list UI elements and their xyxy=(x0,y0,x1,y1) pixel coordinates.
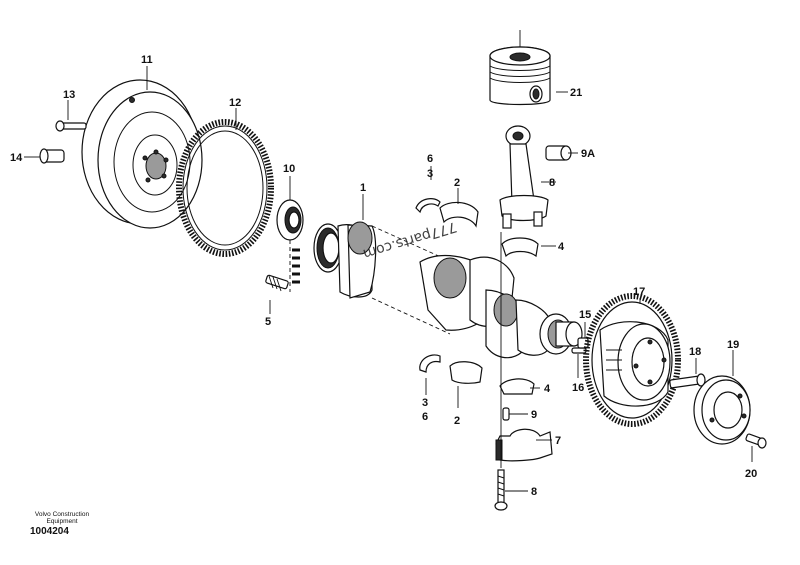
callout-11: 11 xyxy=(141,54,153,66)
callout-18: 18 xyxy=(689,346,701,358)
callout-8-bottom: 8 xyxy=(531,486,537,498)
callout-15: 15 xyxy=(579,309,591,321)
vibration-damper xyxy=(693,375,751,445)
company-line-2: Equipment xyxy=(46,518,78,525)
cap-bolt xyxy=(494,469,508,511)
timing-gear-hub xyxy=(583,293,681,427)
callout-labels: 11 13 14 12 10 1 6 3 2 4 8 21 9A 5 3 6 2… xyxy=(10,54,757,498)
callout-13: 13 xyxy=(63,89,75,101)
main-bearing-cap xyxy=(495,428,553,462)
piston xyxy=(489,30,551,106)
conrod-bearing-upper xyxy=(501,237,539,258)
callout-3-top: 3 xyxy=(427,168,433,180)
flywheel-dowel xyxy=(39,148,65,164)
stud xyxy=(265,274,289,292)
crankshaft xyxy=(313,221,583,359)
ring-gear xyxy=(176,119,274,257)
callout-21: 21 xyxy=(570,87,582,99)
flywheel xyxy=(81,79,203,229)
callout-10: 10 xyxy=(283,163,295,175)
callout-20: 20 xyxy=(745,468,757,480)
callout-8-top: 8 xyxy=(549,177,555,189)
conrod-bearing-lower xyxy=(499,378,535,395)
callout-1: 1 xyxy=(360,182,366,194)
thrust-washer-lower xyxy=(419,354,441,373)
damper-bolt xyxy=(669,373,706,389)
leader-lines xyxy=(24,66,753,492)
piston-pin xyxy=(545,145,572,161)
cap-dowel xyxy=(502,407,510,421)
callout-7: 7 xyxy=(555,435,561,447)
connecting-rod xyxy=(499,125,549,229)
callout-5: 5 xyxy=(265,316,271,328)
callout-2-bottom: 2 xyxy=(454,415,460,427)
callout-3-bottom: 3 xyxy=(422,397,428,409)
callout-2-top: 2 xyxy=(454,177,460,189)
company-line-1: Volvo Construction xyxy=(34,511,90,518)
callout-14: 14 xyxy=(10,152,23,164)
callout-4-bottom: 4 xyxy=(544,383,551,395)
callout-9a: 9A xyxy=(581,148,595,160)
thrust-washer-upper xyxy=(415,198,441,214)
callout-9: 9 xyxy=(531,409,537,421)
drawing-number: 1004204 xyxy=(30,526,69,537)
main-bearing-lower xyxy=(449,361,483,384)
company-name: Volvo Construction Equipment xyxy=(22,511,102,525)
callout-6-top: 6 xyxy=(427,153,433,165)
rear-oil-seal xyxy=(276,199,304,241)
damper-screw xyxy=(745,433,767,449)
flywheel-bolt xyxy=(55,120,87,132)
callout-19: 19 xyxy=(727,339,739,351)
callout-6-bottom: 6 xyxy=(422,411,428,423)
callout-17: 17 xyxy=(633,286,645,298)
callout-12: 12 xyxy=(229,97,241,109)
main-bearing-upper xyxy=(439,201,479,228)
callout-16: 16 xyxy=(572,382,584,394)
callout-4-top: 4 xyxy=(558,241,565,253)
